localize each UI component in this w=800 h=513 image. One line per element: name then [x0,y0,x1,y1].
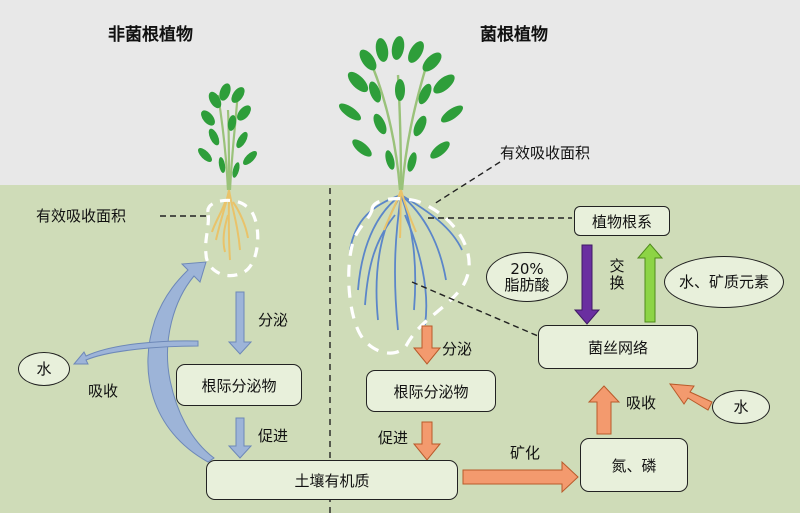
right-effective-area-label: 有效吸收面积 [500,144,591,162]
right-absorb-label: 吸收 [626,394,657,412]
fatty-acid-percent: 20% [510,259,544,278]
left-title: 非菌根植物 [108,25,193,45]
right-promote-label: 促进 [378,429,409,447]
left-exudates-box: 根际分泌物 [176,364,302,406]
water-minerals-arrow [636,243,664,323]
water-minerals-ellipse: 水、矿质元素 [664,256,784,308]
fatty-acid-arrow [573,244,601,325]
mineralize-label: 矿化 [510,444,541,462]
right-title: 菌根植物 [480,25,548,45]
plant-root-system-box: 植物根系 [574,206,670,236]
soil-organic-matter-box: 土壤有机质 [206,460,458,500]
fatty-acid-ellipse: 20% 脂肪酸 [486,252,568,302]
right-area-pointer [433,161,501,205]
right-plant-illustration [338,36,471,355]
right-exudates-box: 根际分泌物 [366,370,496,412]
left-promote-label: 促进 [258,427,289,445]
right-flow-arrows [412,325,713,494]
left-secrete-label: 分泌 [258,311,289,329]
right-secrete-label: 分泌 [442,340,473,358]
exchange-label: 交换 [609,257,625,292]
left-flow-arrows [72,261,253,463]
right-water-ellipse: 水 [712,390,770,424]
left-plant-illustration [198,83,260,278]
left-absorb-label: 吸收 [88,382,119,400]
nitrogen-phosphorus-box: 氮、磷 [580,438,688,492]
fatty-acid-label: 脂肪酸 [504,276,550,294]
left-effective-area-label: 有效吸收面积 [36,207,127,225]
hyphae-network-box: 菌丝网络 [538,325,698,369]
left-water-ellipse: 水 [18,352,70,386]
hyphae-to-network-pointer [411,281,539,337]
